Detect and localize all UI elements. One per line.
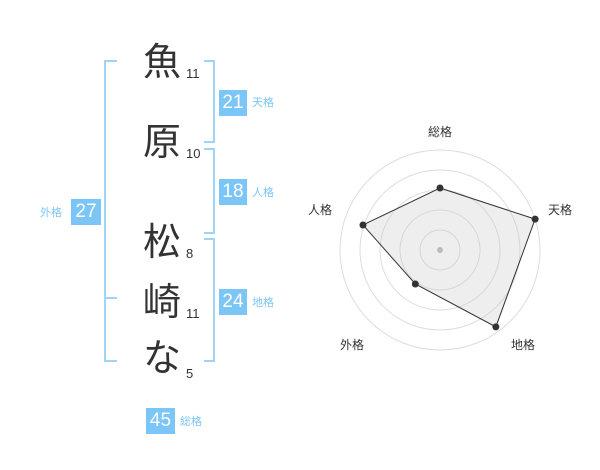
radar-point [531,215,539,223]
gaikaku-value: 27 [71,199,101,225]
name-char-2: 原 [142,120,181,164]
chikaku-bracket [204,238,215,362]
radar-series-polygon [362,187,536,328]
gaikaku-label: 外格 [40,206,62,219]
radar-center-dot [437,247,443,253]
radar-axis-label-tenkaku: 天格 [548,203,573,217]
radar-axis-label-soukaku: 総格 [428,125,453,139]
radar-point [411,280,419,288]
name-char-5: な [142,336,181,380]
radar-point [492,323,500,331]
stroke-count-3: 8 [186,246,194,261]
stroke-count-2: 10 [186,146,201,161]
soukaku-label: 総格 [180,415,202,428]
jinkaku-value: 18 [219,179,247,205]
radar-axis-label-gaikaku: 外格 [340,338,365,352]
gaikaku-bracket [104,60,117,362]
radar-axis-label-jinkaku: 人格 [308,203,333,217]
radar-ring [379,189,501,311]
jinkaku-bracket [204,148,215,234]
chikaku-label: 地格 [252,296,274,309]
radar-ring [419,229,461,271]
soukaku-value: 45 [146,408,175,434]
stroke-count-1: 11 [186,66,200,81]
chikaku-value: 24 [219,289,247,315]
name-char-4: 崎 [142,280,181,324]
radar-point [436,184,444,192]
name-char-3: 松 [142,220,181,264]
radar-ring [339,149,541,351]
radar-point [359,221,367,229]
stroke-count-4: 11 [186,306,200,321]
tenkaku-bracket [204,60,215,143]
jinkaku-label: 人格 [252,186,274,199]
gaikaku-bracket-notch [104,297,117,299]
radar-ring [359,169,521,331]
tenkaku-label: 天格 [252,96,274,109]
tenkaku-value: 21 [219,90,247,116]
stroke-count-5: 5 [186,366,194,381]
radar-ring [399,209,481,291]
name-char-1: 魚 [142,40,181,84]
radar-axis-label-chikaku: 地格 [511,338,536,352]
